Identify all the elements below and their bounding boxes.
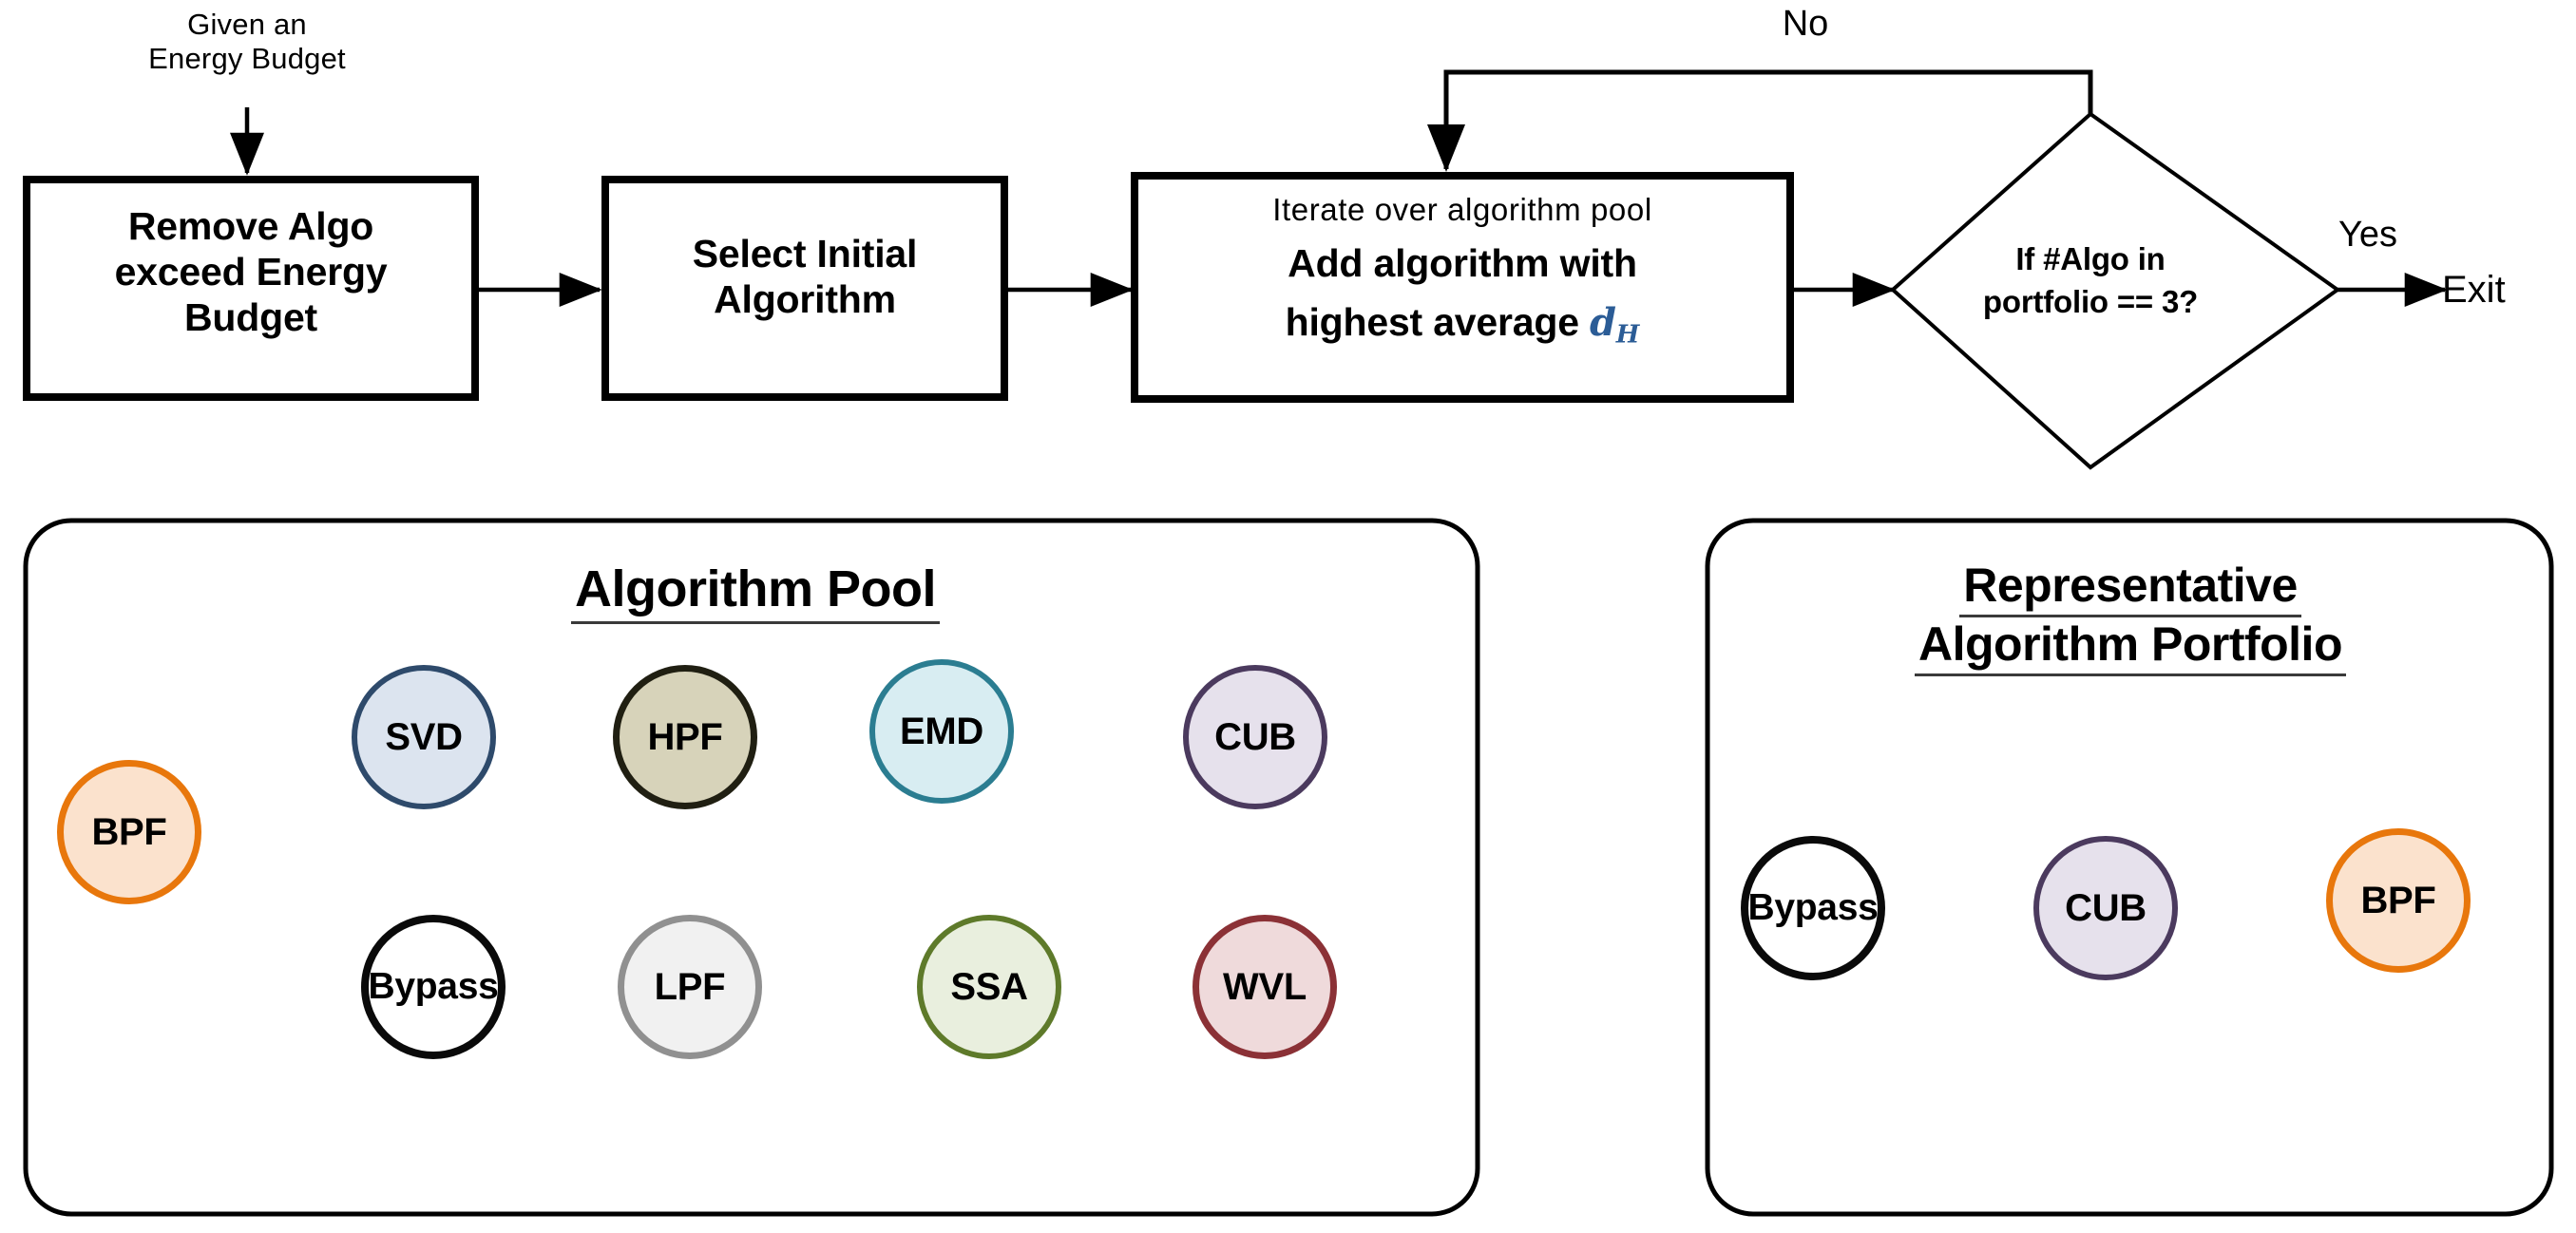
process-box-remove-algo-label: Remove Algo exceed Energy Budget — [114, 204, 388, 339]
decision-diamond — [1889, 111, 2341, 470]
algo-node-label: WVL — [1223, 965, 1307, 1008]
pool-node-bpf[interactable]: BPF — [57, 760, 201, 904]
algo-node-label: SSA — [950, 965, 1028, 1008]
exit-label: Exit — [2442, 269, 2506, 311]
pool-node-emd[interactable]: EMD — [869, 659, 1014, 804]
metric-subscript-h: H — [1615, 320, 1640, 350]
process-box-select-initial — [601, 176, 1008, 401]
algo-node-label: SVD — [385, 715, 463, 758]
representative-portfolio-title-line-1: Representative — [1959, 559, 2301, 617]
edge-label-yes: Yes — [2338, 215, 2397, 255]
algo-node-label: Bypass — [368, 966, 499, 1007]
representative-portfolio-title: Representative Algorithm Portfolio — [1722, 559, 2539, 676]
add-algorithm-line2-text: highest average — [1285, 300, 1591, 344]
pool-node-lpf[interactable]: LPF — [618, 915, 762, 1059]
process-box-add-algorithm-sublabel: Iterate over algorithm pool — [1272, 192, 1652, 227]
algo-node-label: Bypass — [1747, 887, 1879, 928]
process-box-add-algorithm-line1: Add algorithm with — [1288, 241, 1637, 285]
algorithm-pool-title-line-1: Algorithm Pool — [571, 560, 940, 624]
process-box-add-algorithm — [1131, 172, 1794, 403]
portfolio-node-cub[interactable]: CUB — [2033, 836, 2178, 980]
representative-portfolio-title-line-2: Algorithm Portfolio — [1915, 617, 2346, 676]
pool-node-ssa[interactable]: SSA — [917, 915, 1061, 1059]
pool-node-hpf[interactable]: HPF — [613, 665, 757, 809]
algorithm-pool-title: Algorithm Pool — [190, 560, 1321, 624]
pool-node-bypass[interactable]: Bypass — [361, 915, 506, 1059]
portfolio-node-bpf[interactable]: BPF — [2326, 828, 2471, 973]
algo-node-label: LPF — [654, 965, 726, 1008]
pool-node-wvl[interactable]: WVL — [1193, 915, 1337, 1059]
decision-label-line1: If #Algo in — [2015, 241, 2166, 276]
feedback-loop-no — [1427, 69, 2093, 173]
pool-node-svd[interactable]: SVD — [352, 665, 496, 809]
algo-node-label: HPF — [647, 715, 723, 758]
process-box-select-initial-label: Select Initial Algorithm — [692, 232, 918, 321]
algo-node-label: BPF — [2360, 879, 2436, 921]
edge-label-no: No — [1782, 4, 1829, 44]
algo-node-label: EMD — [900, 710, 983, 752]
portfolio-node-bypass[interactable]: Bypass — [1741, 836, 1885, 980]
process-box-add-algorithm-line2: highest average dH — [1144, 300, 1781, 350]
algo-node-label: CUB — [2065, 886, 2147, 929]
decision-label-line2: portfolio == 3? — [1982, 284, 2199, 319]
algo-node-label: CUB — [1214, 715, 1296, 758]
algo-node-label: BPF — [91, 810, 167, 853]
algorithm-pool-panel — [23, 518, 1480, 1217]
entry-note-label: Given an Energy Budget — [148, 8, 346, 76]
metric-symbol-d: d — [1590, 300, 1616, 345]
pool-node-cub[interactable]: CUB — [1183, 665, 1327, 809]
